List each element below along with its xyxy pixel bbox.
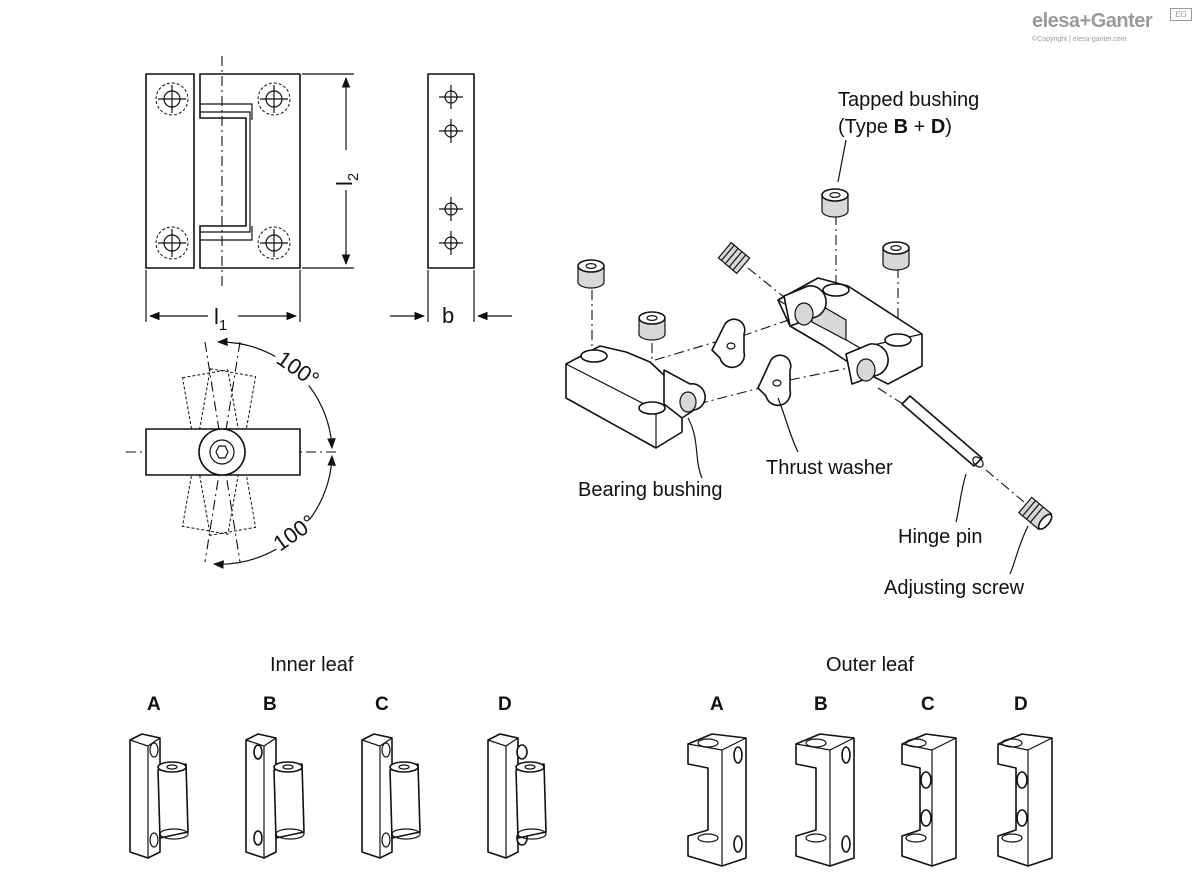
label-adjusting-screw: Adjusting screw	[884, 577, 1025, 599]
outer-leaf-a	[687, 733, 747, 867]
front-bolt-holes	[155, 82, 291, 260]
inner-type-d: D	[498, 694, 512, 715]
label-tapped-bushing: Tapped bushing	[838, 89, 979, 111]
bearing-bushing-part	[577, 259, 666, 341]
brand-copyright: ©Copyright | elesa-ganter.com	[1032, 36, 1127, 43]
tapped-bushing-part	[821, 188, 910, 271]
exploded-view: Tapped bushing (Type B + D) Bearing bush…	[565, 89, 1053, 599]
label-tapped-bushing-types: (Type B + D)	[838, 116, 952, 138]
outer-type-b: B	[814, 694, 828, 715]
inner-leaf-d	[487, 733, 547, 859]
outer-type-c: C	[921, 694, 935, 715]
leader-thrust-washer	[777, 397, 799, 453]
outer-leaf-section: Outer leaf A B C D	[687, 654, 1053, 867]
brand-name: elesa+Ganter	[1032, 10, 1153, 32]
inner-leaf-b	[245, 733, 305, 859]
rotation-view: 100° 100°	[126, 337, 340, 569]
outer-type-d: D	[1014, 694, 1028, 715]
brand-logo: elesa+Ganter ©Copyright | elesa-ganter.c…	[1032, 8, 1192, 48]
b-dimension-label: b	[442, 303, 454, 328]
label-hinge-pin: Hinge pin	[898, 526, 983, 548]
front-left-leaf	[145, 73, 195, 269]
set-screw-upper	[717, 241, 751, 275]
side-view: b	[390, 73, 512, 328]
outer-type-a: A	[710, 694, 724, 715]
svg-text:l2: l2	[332, 173, 362, 186]
inner-type-b: B	[263, 694, 277, 715]
label-thrust-washer: Thrust washer	[766, 457, 893, 479]
front-view: l2 l1	[145, 56, 362, 334]
leader-tapped-bushing	[837, 139, 847, 183]
inner-leaf-c	[361, 733, 421, 859]
inner-type-a: A	[147, 694, 161, 715]
leader-bearing-bushing	[687, 417, 703, 479]
thrust-washer-part	[711, 318, 792, 407]
front-channel	[200, 111, 251, 233]
inner-leaf-a	[129, 733, 189, 859]
brand-badge: EG	[1170, 8, 1192, 21]
l2-dimension-label: l2	[332, 173, 362, 186]
outer-leaf-title: Outer leaf	[826, 654, 914, 676]
inner-type-c: C	[375, 694, 389, 715]
inner-leaf-title: Inner leaf	[270, 654, 354, 676]
outer-leaf-d	[997, 733, 1053, 867]
leader-hinge-pin	[955, 473, 967, 523]
l1-dimension-label: l1	[214, 304, 227, 334]
outer-leaf-part	[777, 277, 923, 385]
inner-leaf-part	[565, 345, 706, 449]
adjusting-screw-part	[1018, 496, 1053, 531]
outer-leaf-b	[795, 733, 855, 867]
label-bearing-bushing: Bearing bushing	[578, 479, 723, 501]
hinge-knuckle	[198, 428, 246, 476]
hinge-pin-part	[901, 395, 984, 468]
outer-leaf-c	[901, 733, 957, 867]
inner-leaf-section: Inner leaf A B C D	[129, 654, 547, 859]
leader-adjusting-screw	[1009, 525, 1029, 575]
